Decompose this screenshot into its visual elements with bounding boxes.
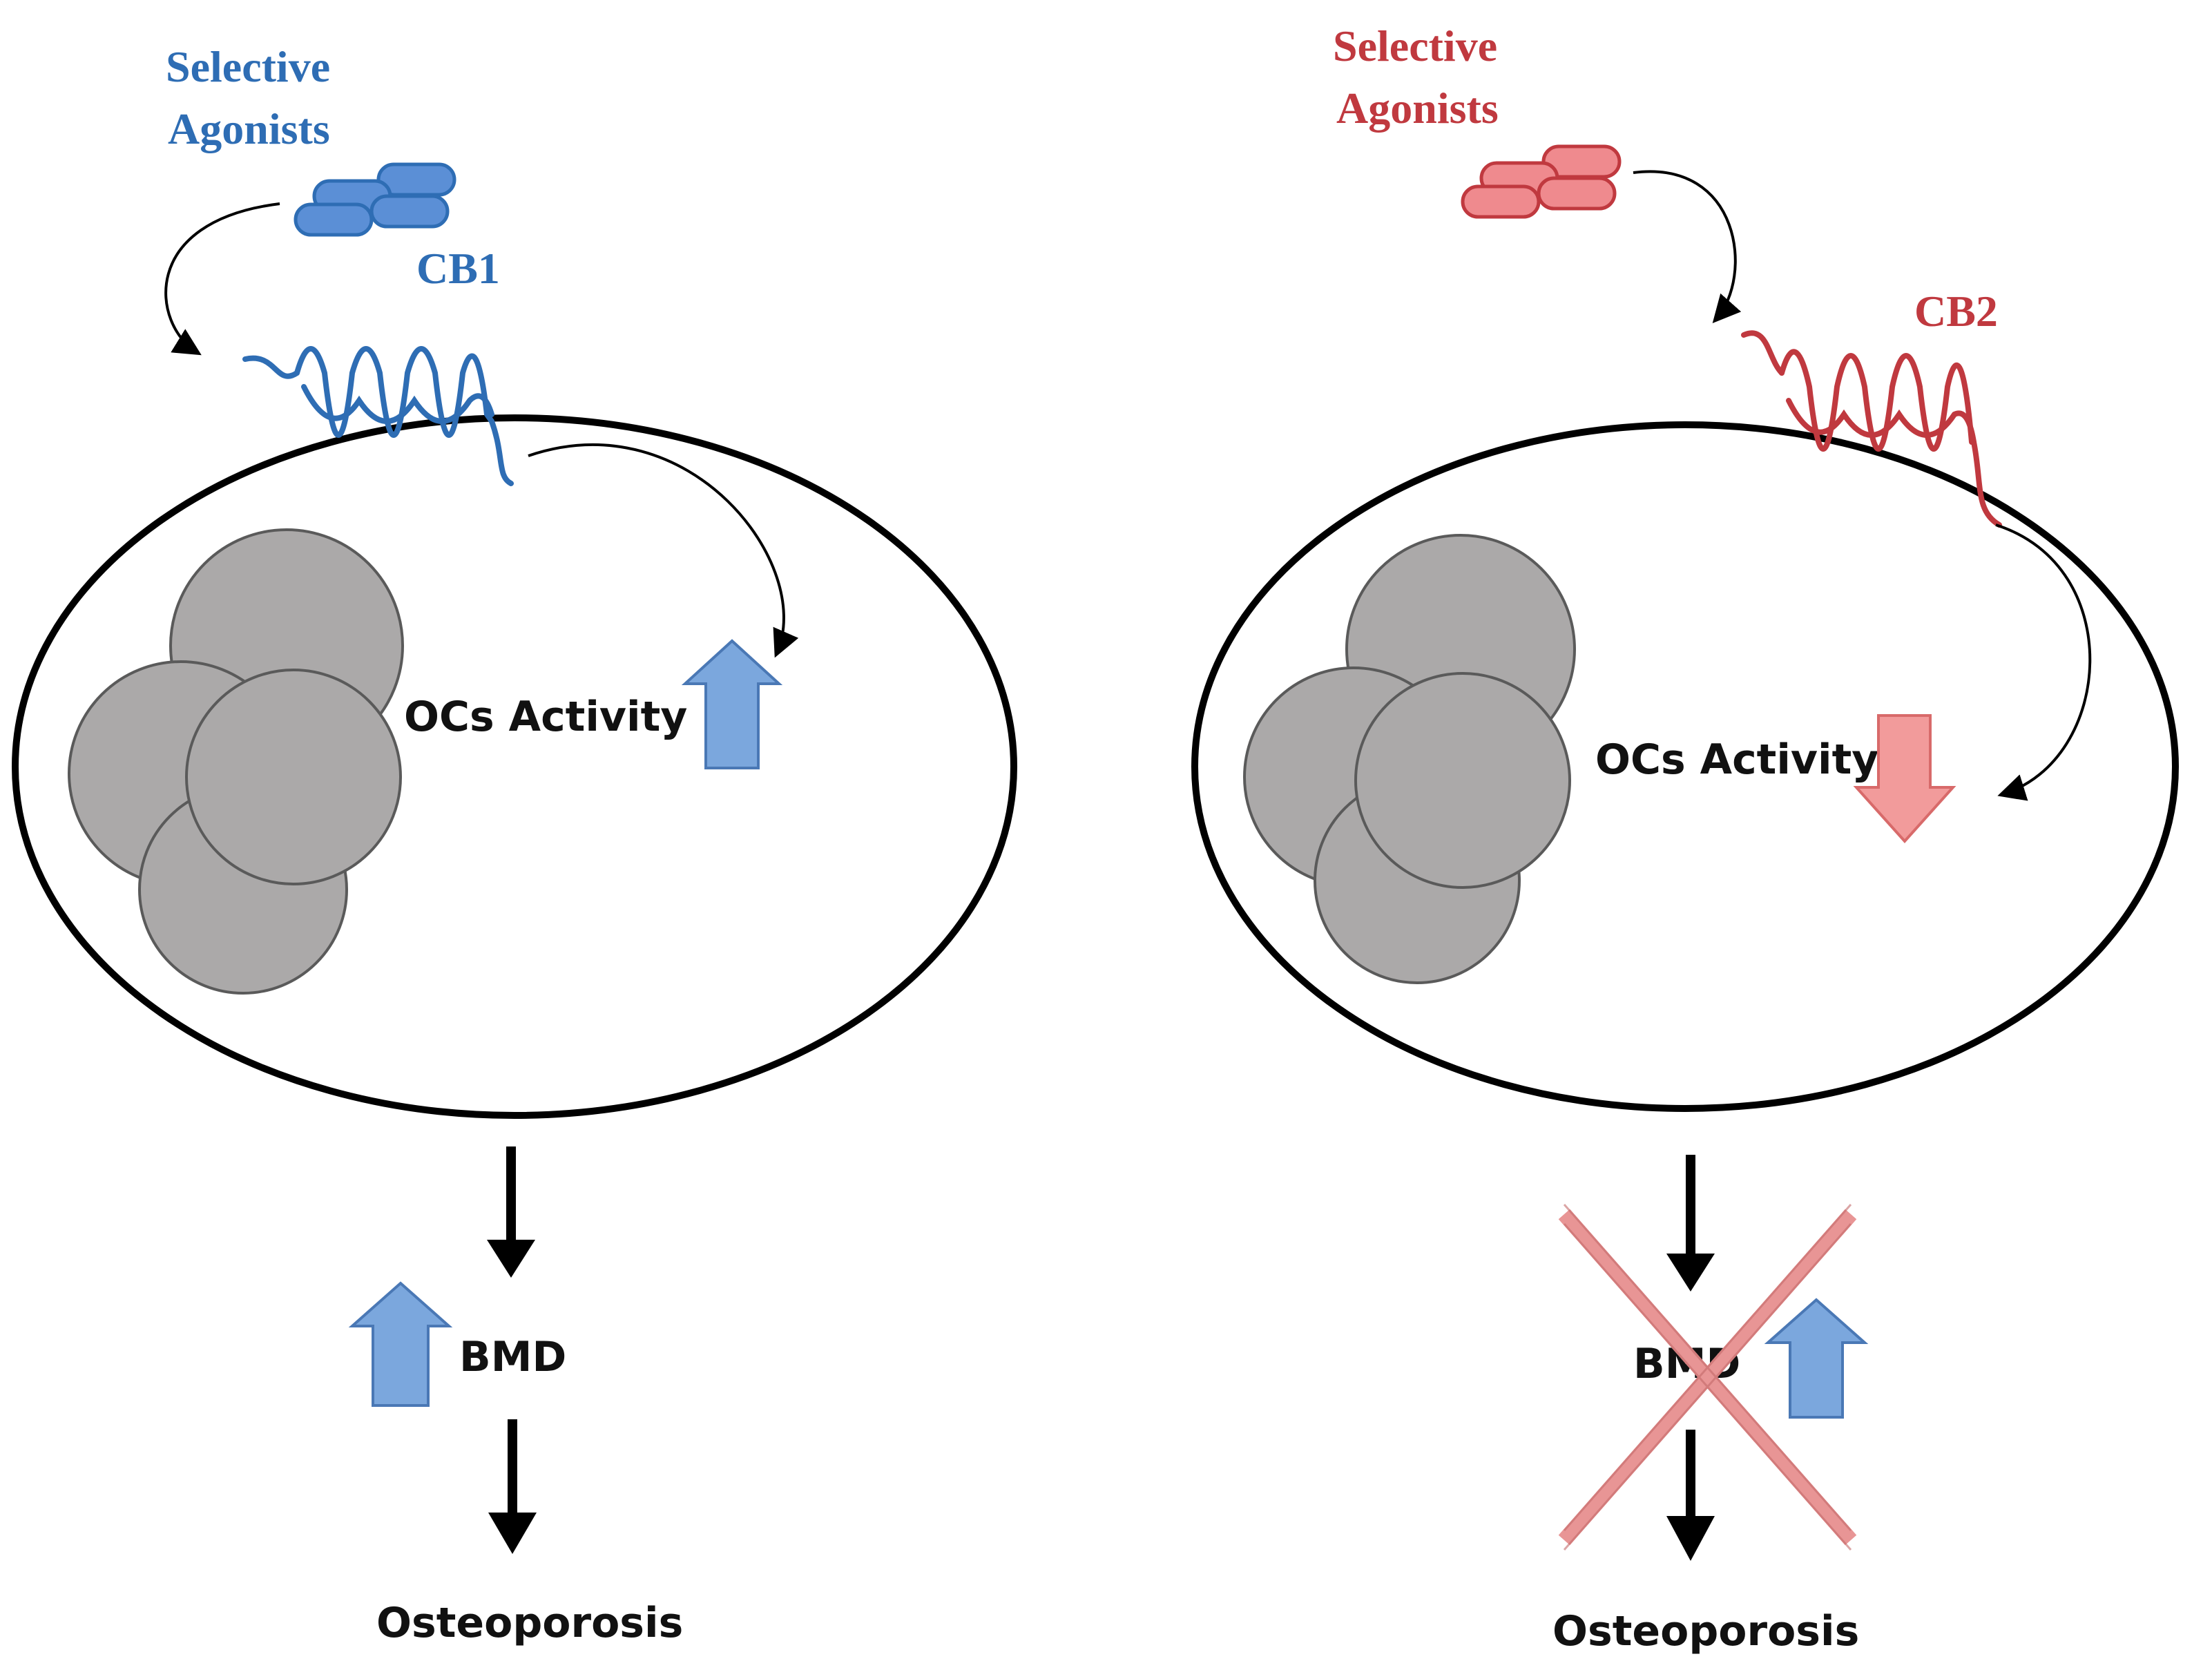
cb2-outcome-label: Osteoporosis (1552, 1607, 1859, 1655)
cb1-flow-arrow-1 (487, 1146, 535, 1278)
panel-cb2: Selective Agonists CB2 (1191, 21, 2179, 1655)
cb2-nuclei (1243, 534, 1576, 984)
cb2-activity-label: OCs Activity (1595, 736, 1878, 784)
cb2-receptor (1741, 330, 2002, 528)
cb1-binding-arrow (164, 202, 280, 356)
nucleus (1354, 672, 1571, 889)
cb1-receptor (242, 346, 514, 486)
nucleus (185, 669, 402, 885)
cb2-signal-arrow (1995, 524, 2092, 801)
cb1-agonist-pills (294, 162, 456, 237)
cb1-activity-up-arrow (681, 639, 783, 769)
cb2-receptor-label: CB2 (1914, 287, 1998, 336)
cb1-signal-arrow (528, 443, 799, 658)
cb2-agonist-label-line1: Selective (1333, 21, 1497, 70)
cb1-nuclei (68, 528, 404, 995)
cb2-bmd-up-arrow (1764, 1298, 1869, 1419)
cb1-bmd-up-arrow (348, 1281, 453, 1407)
cb1-receptor-label: CB1 (416, 244, 500, 293)
cb2-agonist-pills (1461, 144, 1622, 219)
cb1-agonist-label-line2: Agonists (168, 104, 330, 153)
cb2-activity-down-arrow (1853, 714, 1956, 843)
cb1-outcome-label: Osteoporosis (376, 1599, 683, 1647)
cb1-flow-arrow-2 (488, 1419, 537, 1554)
cb2-cross-out-outline (1563, 1204, 1852, 1551)
cb1-activity-label: OCs Activity (404, 693, 687, 741)
cb2-flow-arrow-2 (1666, 1430, 1715, 1561)
cb2-agonist-label-line2: Agonists (1336, 84, 1499, 133)
cb2-flow-arrow-1 (1666, 1155, 1715, 1292)
cb2-cross-out-mark (1558, 1209, 1857, 1546)
cb2-binding-arrow (1633, 170, 1742, 323)
cb1-agonist-label-line1: Selective (166, 42, 330, 91)
cb1-bmd-label: BMD (459, 1333, 566, 1381)
panel-cb1: Selective Agonists CB1 (12, 42, 1017, 1647)
